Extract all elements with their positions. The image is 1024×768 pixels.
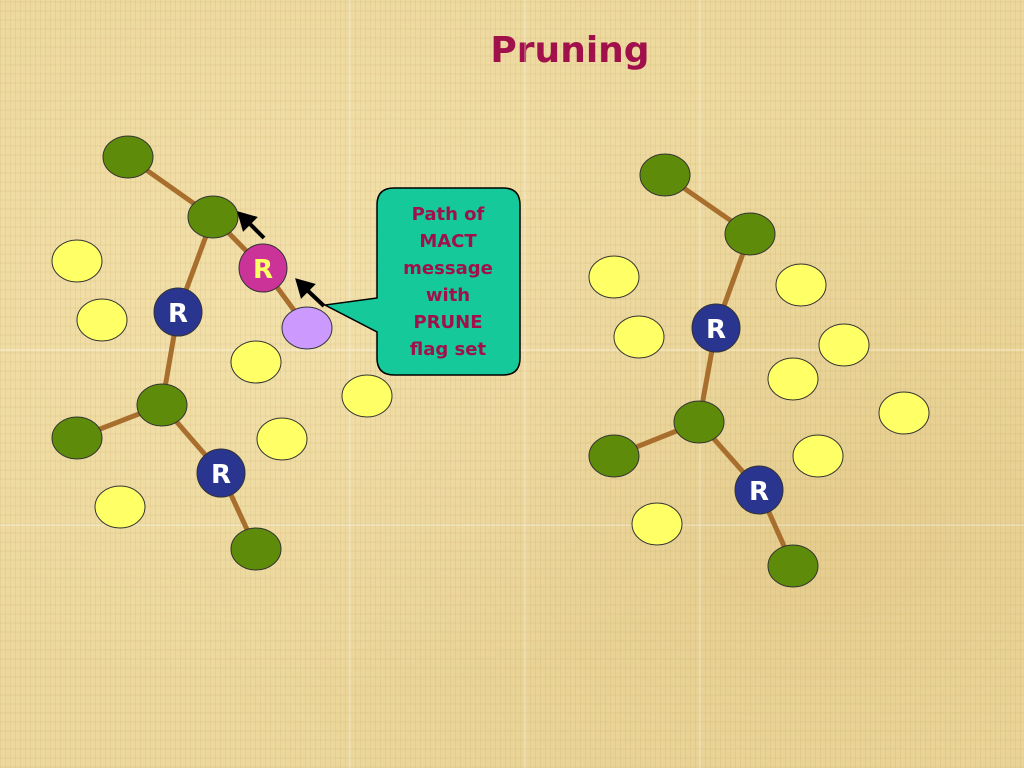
idle-node (341, 374, 393, 418)
idle-node (775, 263, 827, 307)
router-node: R (734, 465, 784, 515)
router-label: R (168, 299, 188, 329)
member-node (588, 434, 640, 478)
callout-line: message (403, 258, 493, 279)
left-tree: R R R (51, 135, 393, 571)
member-node (187, 195, 239, 239)
right-member-nodes (588, 153, 819, 588)
callout-line: Path of (412, 204, 485, 225)
member-node (639, 153, 691, 197)
idle-node (613, 315, 665, 359)
router-node: R (196, 448, 246, 498)
callout: Path of MACT message with PRUNE flag set (322, 187, 521, 376)
router-label: R (749, 477, 769, 507)
idle-node (767, 357, 819, 401)
right-idle-nodes (588, 255, 930, 546)
idle-node (818, 323, 870, 367)
idle-node (94, 485, 146, 529)
router-label: R (253, 255, 273, 285)
right-router-nodes: R R (691, 303, 784, 515)
idle-node (588, 255, 640, 299)
member-node (767, 544, 819, 588)
left-router-nodes: R R R (153, 243, 288, 498)
member-node (136, 383, 188, 427)
member-node (102, 135, 154, 179)
pruning-router-node: R (238, 243, 288, 293)
callout-bubble (322, 187, 521, 376)
left-idle-nodes (51, 239, 393, 529)
arrow-icon (237, 211, 266, 240)
left-member-nodes (51, 135, 282, 571)
idle-node (878, 391, 930, 435)
member-node (51, 416, 103, 460)
right-tree: R R (588, 153, 930, 588)
arrow-icon (295, 278, 326, 308)
idle-node (76, 298, 128, 342)
idle-node (792, 434, 844, 478)
router-label: R (211, 460, 231, 490)
mact-path-arrows (237, 211, 326, 308)
idle-node (256, 417, 308, 461)
router-node: R (691, 303, 741, 353)
callout-line: with (426, 285, 470, 306)
slide-title: Pruning (490, 30, 650, 71)
callout-line: flag set (410, 339, 487, 360)
router-node: R (153, 287, 203, 337)
member-node (673, 400, 725, 444)
router-label: R (706, 315, 726, 345)
callout-line: PRUNE (413, 312, 482, 333)
pruning-leaf-node (281, 306, 333, 350)
member-node (230, 527, 282, 571)
member-node (724, 212, 776, 256)
idle-node (631, 502, 683, 546)
callout-line: MACT (419, 231, 477, 252)
idle-node (230, 340, 282, 384)
idle-node (51, 239, 103, 283)
